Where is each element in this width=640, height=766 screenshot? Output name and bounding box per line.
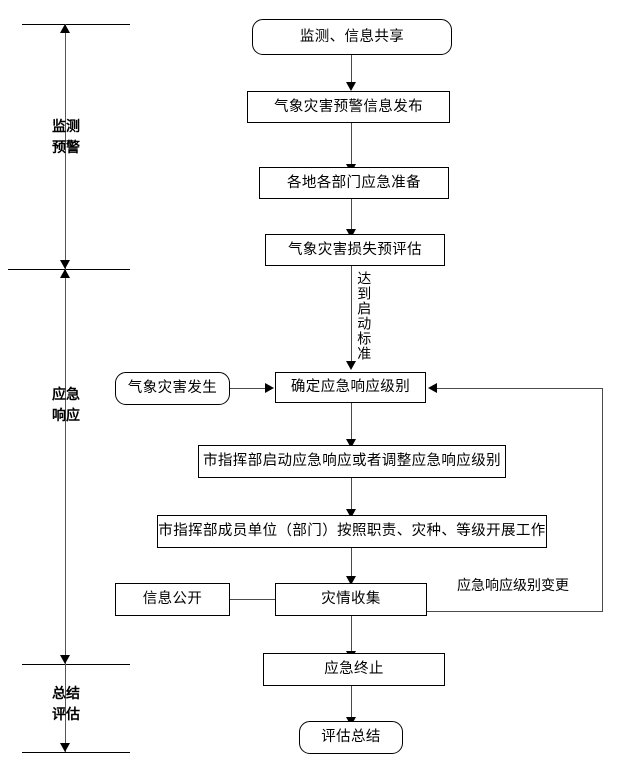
stage-label-summary-line2: 评估 [52,707,80,723]
node-label: 灾情收集 [321,591,381,608]
stage-span-monitoring [65,24,66,269]
node-city-hq-start-adjust-level[interactable]: 市指挥部启动应急响应或者调整应急响应级别 [198,445,506,478]
stage-label-monitoring: 监测 预警 [44,117,88,159]
node-label: 气象灾害损失预评估 [287,241,423,258]
edge-feedback-bottom-segment [427,611,603,612]
node-assessment-summary[interactable]: 评估总结 [299,721,403,754]
node-label: 气象灾害发生 [127,380,218,397]
node-monitoring-info-sharing[interactable]: 监测、信息共享 [252,19,452,55]
node-label: 应急终止 [324,661,384,678]
edge-n4-n6-arrowhead [346,361,356,370]
node-label: 评估总结 [321,729,381,746]
stage-label-response-line1: 应急 [52,387,80,403]
node-member-units-duties-work[interactable]: 市指挥部成员单位（部门）按照职责、灾种、等级开展工作 [157,515,547,548]
node-determine-response-level[interactable]: 确定应急响应级别 [275,372,426,403]
edge-label-level-change: 应急响应级别变更 [457,578,569,594]
node-label: 监测、信息共享 [299,28,405,45]
stage-arrow-monitoring-bottom [60,260,70,269]
edge-n5-n6 [230,388,266,389]
edge-n1-n2-arrowhead [346,82,356,91]
stage-label-summary: 总结 评估 [44,684,88,726]
node-label: 各地各部门应急准备 [286,174,422,191]
stage-label-monitoring-line2: 预警 [52,140,80,156]
edge-n3-n4 [351,199,352,231]
edge-feedback-top-segment [436,388,603,389]
stage-span-response [65,269,66,664]
edge-n6-n7 [351,403,352,441]
node-disaster-occurs[interactable]: 气象灾害发生 [115,372,230,405]
edge-n8-n10 [351,548,352,578]
node-label: 信息公开 [142,591,203,608]
node-local-dept-preparation[interactable]: 各地各部门应急准备 [259,167,449,199]
edge-n10-n11 [351,616,352,653]
stage-divider-response-summary [22,664,130,665]
node-emergency-termination[interactable]: 应急终止 [263,653,445,686]
node-label: 气象灾害预警信息发布 [274,98,423,115]
node-warning-info-release[interactable]: 气象灾害预警信息发布 [247,91,450,123]
edge-n5-n6-arrowhead [265,383,274,393]
edge-feedback-arrowhead [428,383,437,393]
edge-n10-n9 [230,599,276,600]
edge-n2-n3 [351,123,352,166]
node-label: 市指挥部成员单位（部门）按照职责、灾种、等级开展工作 [158,523,546,540]
stage-label-summary-line1: 总结 [52,686,80,702]
stage-arrow-monitoring-top [60,24,70,33]
stage-arrow-response-bottom [60,655,70,664]
edge-n7-n8-arrowhead [346,509,356,518]
stage-span-summary [65,664,66,752]
stage-arrow-response-top [60,269,70,278]
node-loss-pre-assessment[interactable]: 气象灾害损失预评估 [265,234,445,266]
edge-n6-n7-arrowhead [346,439,356,448]
edge-n3-n4-arrowhead [346,229,356,238]
node-information-disclosure[interactable]: 信息公开 [115,583,230,616]
edge-n1-n2 [351,55,352,84]
edge-n11-n12 [351,686,352,719]
stage-label-response-line2: 响应 [52,408,80,424]
edge-n4-n6 [351,266,352,363]
stage-arrow-summary-bottom [60,743,70,752]
stage-label-monitoring-line1: 监测 [52,119,80,135]
stage-divider-bottom [22,752,130,753]
stage-divider-top [22,24,130,25]
node-disaster-data-collection[interactable]: 灾情收集 [275,583,427,616]
edge-n7-n8 [351,478,352,511]
node-label: 确定应急响应级别 [290,379,411,396]
edge-feedback-right-rail [602,388,603,611]
edge-label-start-criteria: 达到启动标准 [355,271,372,361]
edge-n8-n10-arrowhead [346,576,356,585]
stage-label-response: 应急 响应 [44,385,88,427]
node-label: 市指挥部启动应急响应或者调整应急响应级别 [203,453,501,470]
